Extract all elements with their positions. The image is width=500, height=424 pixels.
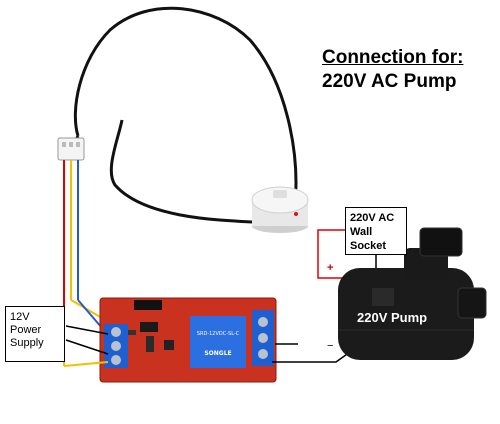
relay-model-text: SRD-12VDC-SL-C xyxy=(197,331,240,337)
pump xyxy=(338,227,487,360)
psu-wire-yellow-h xyxy=(63,361,109,367)
jst-connector xyxy=(57,137,85,161)
sensor-cable xyxy=(73,6,298,226)
title-line-1: Connection for: xyxy=(322,47,464,68)
relay-module: SRD-12VDC-SL-C SONGLE xyxy=(99,297,277,383)
plus-sign: + xyxy=(327,262,334,274)
wall-line-3: Socket xyxy=(350,240,387,252)
ac-wire-red xyxy=(317,229,348,279)
minus-sign: − xyxy=(327,340,334,352)
sensor-wire-blue-2 xyxy=(77,299,103,329)
relay-brand-text: SONGLE xyxy=(204,350,231,357)
title-line-2: 220V AC Pump xyxy=(322,71,457,92)
wall-line-1: 220V AC xyxy=(350,212,395,224)
psu-line-2: Power xyxy=(10,324,42,336)
diagram-title: Connection for: 220V AC Pump xyxy=(322,46,463,94)
power-supply-box: 12V Power Supply xyxy=(5,306,65,362)
wall-socket-box: 220V AC Wall Socket xyxy=(345,207,407,255)
pump-label: 220V Pump xyxy=(357,310,428,325)
level-sensor xyxy=(251,186,309,233)
ac-wire-bottom xyxy=(272,351,351,363)
psu-line-3: Supply xyxy=(10,337,44,349)
psu-wire-top xyxy=(65,325,109,335)
wall-line-2: Wall xyxy=(350,226,373,238)
psu-wire-bottom xyxy=(65,339,109,355)
psu-line-1: 12V xyxy=(10,311,30,323)
